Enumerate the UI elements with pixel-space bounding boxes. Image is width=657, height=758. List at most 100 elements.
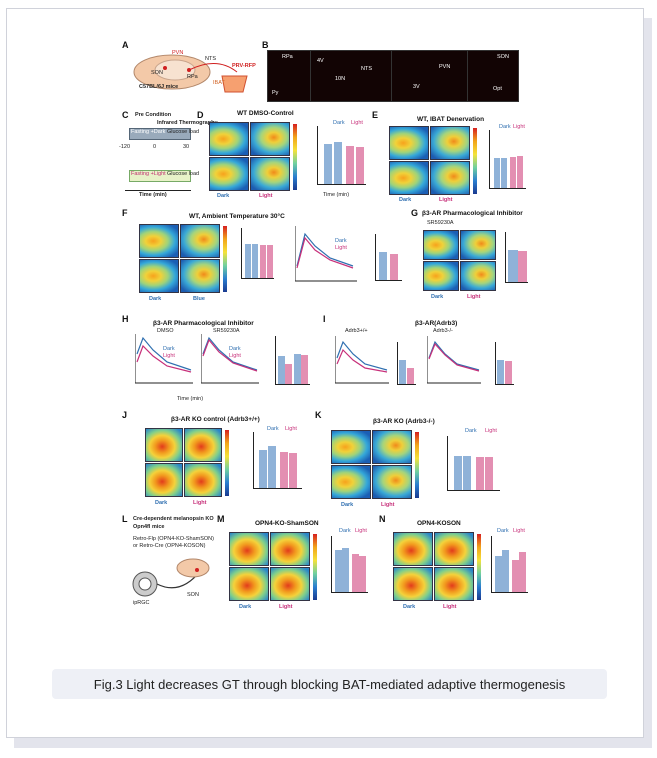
c-bar-dark bbox=[129, 128, 191, 140]
label-b-nts: NTS bbox=[361, 66, 372, 72]
k-thermo-light-0 bbox=[372, 430, 412, 464]
d-thermo-light-0 bbox=[250, 122, 290, 156]
g-light-label: Light bbox=[467, 294, 481, 300]
n-thermo-light-30 bbox=[434, 567, 474, 601]
m-light-label: Light bbox=[279, 604, 293, 610]
k-dark-label: Dark bbox=[341, 502, 354, 508]
d-bar-dark-30 bbox=[334, 142, 342, 184]
panel-label-i: I bbox=[323, 314, 326, 324]
d-light-label: Light bbox=[259, 193, 273, 199]
e-thermo-light-0 bbox=[430, 126, 470, 160]
e-bar-dark-30 bbox=[501, 158, 507, 188]
h-auc-chart bbox=[275, 336, 310, 385]
j-colorbar bbox=[225, 430, 229, 496]
h-xlabel: Time (min) bbox=[177, 396, 204, 402]
j-legend-light: Light bbox=[285, 426, 297, 432]
l-schematic bbox=[132, 558, 210, 597]
i-ko-curve bbox=[427, 336, 481, 384]
k-legend-dark: Dark bbox=[465, 428, 477, 434]
m-thermo-dark-0 bbox=[229, 532, 269, 566]
e-bar-dark-0 bbox=[494, 158, 500, 188]
i-ko-auc-light bbox=[505, 361, 512, 384]
n-thermo-dark-30 bbox=[393, 567, 433, 601]
brain-image-rpa bbox=[267, 50, 311, 102]
c-t1: -120 bbox=[119, 144, 131, 150]
panel-label-b: B bbox=[262, 40, 269, 50]
i-title: β3-AR(Adrb3) bbox=[415, 320, 458, 327]
d-bar-light-0 bbox=[346, 146, 354, 184]
i-ko: Adrb3-/- bbox=[433, 328, 453, 334]
e-thermo-dark-30 bbox=[389, 161, 429, 195]
c-axis: Time (min) bbox=[139, 192, 167, 198]
label-mouse: C57BL/6J mice bbox=[139, 84, 179, 90]
g-thermo-dark-0 bbox=[423, 230, 459, 260]
label-b-4v: 4V bbox=[317, 58, 324, 64]
i-wt-curve bbox=[335, 336, 389, 384]
panel-label-f: F bbox=[122, 208, 128, 218]
l-title: Cre-dependent melanopsin KO bbox=[133, 516, 214, 522]
i-ko-auc bbox=[495, 342, 514, 385]
panel-label-e: E bbox=[372, 110, 379, 120]
m-temp-chart bbox=[331, 536, 368, 593]
f-legend-dark: Dark bbox=[335, 238, 347, 244]
label-b-rpa: RPa bbox=[282, 54, 293, 60]
m-colorbar bbox=[313, 534, 317, 600]
d-bar-dark-0 bbox=[324, 144, 332, 184]
j-bar-dark-0 bbox=[259, 450, 267, 488]
e-bar-light-30 bbox=[517, 156, 523, 188]
f-bar-dark-0 bbox=[245, 244, 251, 278]
h-title: β3-AR Pharmacological Inhibitor bbox=[153, 320, 254, 327]
d-temp-chart bbox=[317, 126, 366, 185]
d-bar-light-30 bbox=[356, 147, 364, 184]
j-dark-label: Dark bbox=[155, 500, 168, 506]
d-dark-label: Dark bbox=[217, 193, 230, 199]
label-ibat: IBAT bbox=[213, 80, 225, 86]
n-bar-dark-30 bbox=[502, 550, 509, 592]
c-fasting-dark: Fasting +Dark bbox=[131, 129, 166, 135]
f-legend-light: Light bbox=[335, 245, 347, 251]
d-title: WT DMSO-Control bbox=[237, 110, 294, 117]
panel-label-j: J bbox=[122, 410, 128, 420]
j-thermo-light-0 bbox=[184, 428, 222, 462]
f-thermo-blue-0 bbox=[180, 224, 220, 258]
g-title: β3-AR Pharmacological Inhibitor bbox=[422, 210, 523, 217]
j-light-label: Light bbox=[193, 500, 207, 506]
panel-label-h: H bbox=[122, 314, 129, 324]
d-xlabel: Time (min) bbox=[323, 192, 350, 198]
e-title: WT, IBAT Denervation bbox=[417, 116, 485, 123]
label-b-son: SON bbox=[497, 54, 509, 60]
g-thermo-light-30 bbox=[460, 261, 496, 291]
h-auc-dark-dmso bbox=[278, 356, 285, 384]
k-thermo-dark-30 bbox=[331, 465, 371, 499]
e-legend-light: Light bbox=[513, 124, 525, 130]
label-nts: NTS bbox=[205, 56, 216, 62]
k-title: β3-AR KO (Adrb3-/-) bbox=[373, 418, 435, 425]
g-thermo-dark-30 bbox=[423, 261, 459, 291]
n-temp-chart bbox=[491, 536, 528, 593]
i-ko-auc-dark bbox=[497, 360, 504, 384]
i-wt-auc-dark bbox=[399, 360, 406, 384]
panel-label-m: M bbox=[217, 514, 225, 524]
h-legend-light-1: Light bbox=[163, 353, 175, 359]
g-bar-dark-30 bbox=[513, 250, 518, 282]
panel-label-k: K bbox=[315, 410, 322, 420]
label-prv: PRV-RFP bbox=[232, 63, 256, 69]
e-thermo-light-30 bbox=[430, 161, 470, 195]
k-light-label: Light bbox=[381, 502, 395, 508]
l-retro2: or Retro-Cre (OPN4-KOSON) bbox=[133, 543, 206, 549]
j-bar-light-30 bbox=[289, 453, 297, 488]
e-bar-light-0 bbox=[510, 157, 516, 188]
c-infrared: Infrared Thermography bbox=[157, 120, 218, 126]
g-temp-chart bbox=[505, 232, 528, 283]
figure-caption: Fig.3 Light decreases GT through blockin… bbox=[52, 669, 607, 699]
f-thermo-dark-0 bbox=[139, 224, 179, 258]
h-dmso-curve bbox=[135, 334, 193, 384]
c-axis-line bbox=[125, 190, 191, 191]
m-dark-label: Dark bbox=[239, 604, 252, 610]
k-legend-light: Light bbox=[485, 428, 497, 434]
e-temp-chart bbox=[489, 130, 526, 189]
j-bar-light-0 bbox=[280, 452, 288, 488]
label-b-3v: 3V bbox=[413, 84, 420, 90]
f-auc-dark bbox=[379, 252, 387, 280]
label-b-opt: Opt bbox=[493, 86, 502, 92]
